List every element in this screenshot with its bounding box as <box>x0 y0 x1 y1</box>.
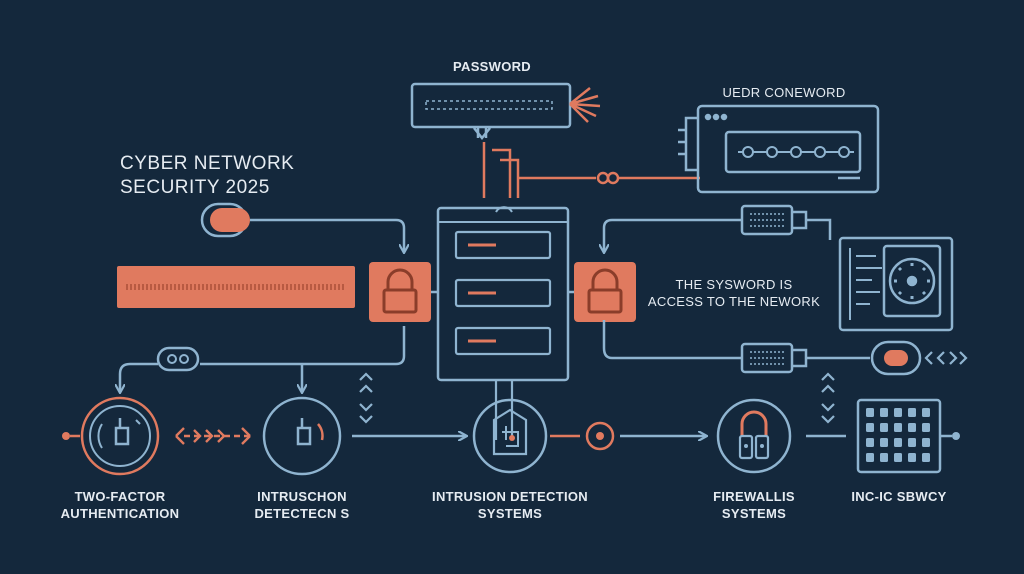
left-pill-token-icon <box>200 202 250 238</box>
access-note-line-2: ACCESS TO THE NEWORK <box>647 294 821 309</box>
password-connector-lines <box>482 142 700 198</box>
keypad-key <box>908 423 916 432</box>
access-note-line-1: THE SYSWORD IS <box>675 277 793 292</box>
keypad-key <box>866 438 874 447</box>
keypad-key <box>866 453 874 462</box>
keypad-key <box>922 423 930 432</box>
user-password-label: UEDR CONEWORD <box>722 85 846 100</box>
data-stream-bar <box>117 266 355 308</box>
diagram-title: CYBER NETWORK SECURITY 2025 <box>120 152 294 200</box>
keypad-key <box>894 438 902 447</box>
node-label-line-1: FIREWALLIS <box>713 489 795 504</box>
user-password-panel-icon <box>678 104 880 194</box>
access-note: THE SYSWORD IS ACCESS TO THE NEWORK <box>640 276 828 310</box>
top-usb-connector-icon <box>740 204 832 240</box>
node-label-line-1: INTRUSION DETECTION <box>432 489 588 504</box>
keypad-key <box>894 453 902 462</box>
control-dial-panel-icon <box>838 236 954 332</box>
node-label-line-2: SYSTEMS <box>477 506 543 521</box>
node-label-encryption: INC-IC SBWCY <box>834 488 964 505</box>
node-label-line-1: INTRUSCHON <box>257 489 347 504</box>
node-label-line-1: INC-IC SBWCY <box>851 489 947 504</box>
keypad-key <box>894 423 902 432</box>
firewall-node-icon <box>716 398 792 474</box>
keypad-key <box>880 408 888 417</box>
center-target-dot-icon <box>585 421 615 451</box>
usb-to-right-lock-arrow <box>604 218 742 252</box>
keypad-key <box>908 453 916 462</box>
password-field-icon <box>410 82 601 141</box>
bottom-usb-connector-icon <box>740 342 870 374</box>
keypad-key <box>880 438 888 447</box>
pill-to-lock-arrow <box>250 218 404 252</box>
left-endpoint-dot <box>62 432 70 440</box>
keypad-key <box>894 408 902 417</box>
right-horizontal-double-arrows <box>924 351 968 365</box>
two-factor-to-intrusion-arrows <box>175 427 251 445</box>
node-label-intrusion: INTRUSCHON DETECTECN S <box>236 488 368 522</box>
right-loop-line <box>602 326 742 360</box>
node-label-line-1: TWO-FACTOR <box>74 489 166 504</box>
loop-to-two-factor-arrow <box>120 362 158 392</box>
node-label-firewall: FIREWALLIS SYSTEMS <box>694 488 814 522</box>
title-line-1: CYBER NETWORK <box>120 153 295 174</box>
keypad-key <box>908 438 916 447</box>
left-link-connector-icon <box>156 346 200 372</box>
ids-node-icon <box>472 398 548 474</box>
keypad-key <box>922 453 930 462</box>
node-label-line-2: AUTHENTICATION <box>60 506 180 521</box>
right-endpoint-dot <box>952 432 960 440</box>
intrusion-node-icon <box>262 396 342 476</box>
right-vertical-double-arrows <box>821 372 835 424</box>
encryption-keypad-icon <box>856 398 942 474</box>
left-vertical-double-arrows <box>359 372 373 424</box>
server-rack-icon <box>436 206 570 440</box>
node-label-two-factor: TWO-FACTOR AUTHENTICATION <box>50 488 190 522</box>
keypad-key <box>880 423 888 432</box>
keypad-key <box>908 408 916 417</box>
keypad-key <box>866 408 874 417</box>
two-factor-node-icon <box>80 396 160 476</box>
left-padlock-icon <box>369 262 431 322</box>
keypad-key <box>866 423 874 432</box>
node-label-line-2: DETECTECN S <box>254 506 350 521</box>
node-label-ids: INTRUSION DETECTION SYSTEMS <box>430 488 590 522</box>
password-label: PASSWORD <box>453 59 531 74</box>
node-label-line-2: SYSTEMS <box>721 506 787 521</box>
keypad-key <box>922 408 930 417</box>
right-padlock-icon <box>574 262 636 322</box>
keypad-key <box>880 453 888 462</box>
right-pill-token-icon <box>870 340 922 376</box>
keypad-key <box>922 438 930 447</box>
lower-left-loop-arrow <box>200 326 406 366</box>
title-line-2: SECURITY 2025 <box>120 177 270 198</box>
